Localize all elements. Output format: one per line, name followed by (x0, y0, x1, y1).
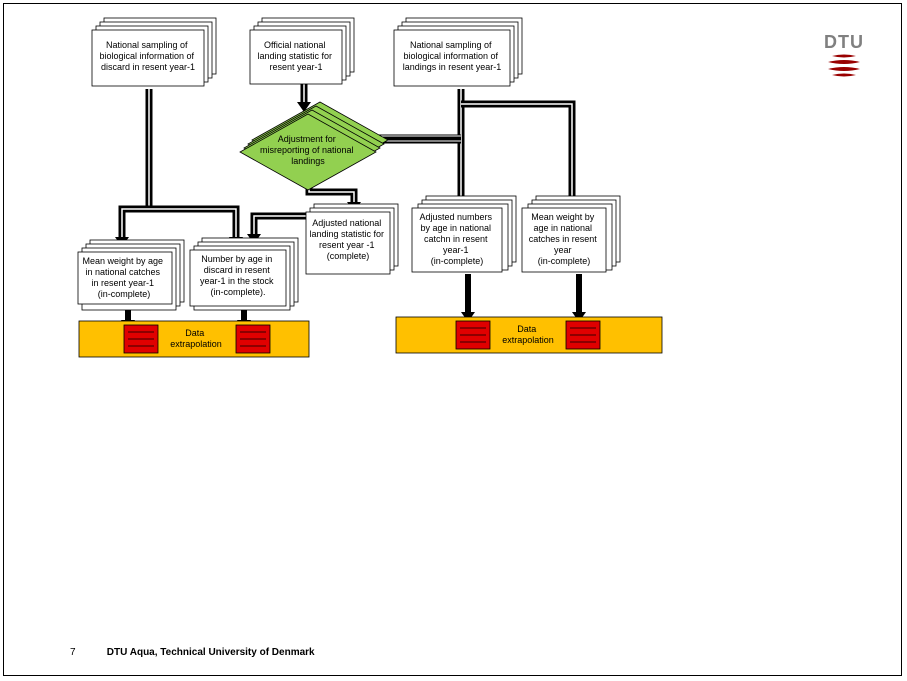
diamond-line: Adjustment for (278, 134, 336, 144)
box-number-discard: Number by age in discard in resent year-… (189, 237, 299, 311)
connector-adjusted-to-number (250, 212, 306, 236)
svg-text:Mean weight by age in: Mean weight by age in national catches i… (82, 256, 165, 299)
svg-text:Data extrapolation: Data extrapolation (170, 328, 222, 349)
svg-text:Data extrapolation: Data extrapolation (502, 324, 554, 345)
box-line: catches in resent (529, 234, 598, 244)
slide: National sampling of biological informat… (3, 3, 902, 676)
svg-text:Adjusted numbers by ag: Adjusted numbers by age in national catc… (419, 212, 494, 266)
diamond-adjustment: Adjustment for misreporting of national … (239, 101, 389, 191)
box-line: landings in resent year-1 (403, 62, 502, 72)
extrapolation-line: extrapolation (502, 335, 554, 345)
box-line: Mean weight by (531, 212, 595, 222)
page-number: 7 (70, 647, 76, 658)
svg-text:Adjusted national land: Adjusted national landing statistic for … (309, 218, 386, 261)
box-line: (in-complete). (210, 287, 265, 297)
box-line: Adjusted numbers (419, 212, 492, 222)
box-line: year-1 (443, 245, 469, 255)
box-mean-weight-resent: Mean weight by age in national catches i… (521, 195, 621, 273)
box-line: (in-complete) (98, 289, 151, 299)
extrapolation-line: extrapolation (170, 339, 222, 349)
red-block-icon (455, 320, 491, 350)
svg-text:Official national land: Official national landing statistic for … (257, 40, 334, 72)
logo-text: DTU (824, 32, 864, 52)
box-line: biological information of (99, 51, 194, 61)
box-landing-sampling: National sampling of biological informat… (393, 17, 523, 87)
box-line: (complete) (327, 251, 370, 261)
box-line: age in national (533, 223, 592, 233)
box-line: landing statistic for (257, 51, 332, 61)
extrapolation-bar-left: Data extrapolation (78, 320, 310, 358)
box-line: by age in national (420, 223, 491, 233)
box-line: Adjusted national (312, 218, 381, 228)
footer: 7 DTU Aqua, Technical University of Denm… (70, 647, 315, 658)
svg-text:National sampling of b: National sampling of biological informat… (99, 40, 196, 72)
red-block-icon (565, 320, 601, 350)
box-line: landing statistic for (309, 229, 384, 239)
box-line: National sampling of (106, 40, 188, 50)
diamond-line: landings (291, 156, 325, 166)
svg-text:National sampling of b: National sampling of biological informat… (403, 40, 502, 72)
box-line: catchn in resent (424, 234, 488, 244)
svg-text:Adjustment for misrepo: Adjustment for misreporting of national … (260, 134, 356, 166)
box-line: Official national (264, 40, 325, 50)
box-line: resent year-1 (269, 62, 322, 72)
box-line: Number by age in (201, 254, 272, 264)
box-official-landing: Official national landing statistic for … (249, 17, 355, 85)
red-block-icon (123, 324, 159, 354)
box-line: year (554, 245, 572, 255)
box-line: (in-complete) (431, 256, 484, 266)
extrapolation-line: Data (185, 328, 204, 338)
red-block-icon (235, 324, 271, 354)
svg-text:Mean weight by age in: Mean weight by age in national catches i… (529, 212, 600, 266)
connector-discard-branch (118, 205, 240, 239)
footer-org: DTU Aqua, Technical University of Denmar… (106, 647, 315, 658)
box-adjusted-landing: Adjusted national landing statistic for … (305, 203, 399, 275)
box-line: resent year -1 (319, 240, 375, 250)
connector-landing-branch (461, 100, 576, 204)
box-line: Mean weight by age (82, 256, 163, 266)
arrowhead (297, 102, 311, 112)
dtu-logo-wave-icon (828, 54, 860, 77)
box-line: discard in resent (204, 265, 271, 275)
box-line: in national catches (85, 267, 160, 277)
box-line: (in-complete) (538, 256, 591, 266)
extrapolation-bar-right: Data extrapolation (395, 316, 663, 354)
extrapolation-line: Data (517, 324, 536, 334)
box-discard-sampling: National sampling of biological informat… (91, 17, 217, 87)
flow-diagram: National sampling of biological informat… (77, 17, 663, 358)
box-mean-weight-catches: Mean weight by age in national catches i… (77, 239, 185, 311)
box-line: year-1 in the stock (200, 276, 274, 286)
box-line: biological information of (403, 51, 498, 61)
box-adjusted-numbers: Adjusted numbers by age in national catc… (411, 195, 517, 273)
box-line: discard in resent year-1 (101, 62, 195, 72)
box-line: National sampling of (410, 40, 492, 50)
dtu-logo: DTU (824, 32, 864, 84)
diamond-line: misreporting of national (260, 145, 354, 155)
box-line: in resent year-1 (91, 278, 154, 288)
svg-text:Number by age in disca: Number by age in discard in resent year-… (200, 254, 276, 297)
